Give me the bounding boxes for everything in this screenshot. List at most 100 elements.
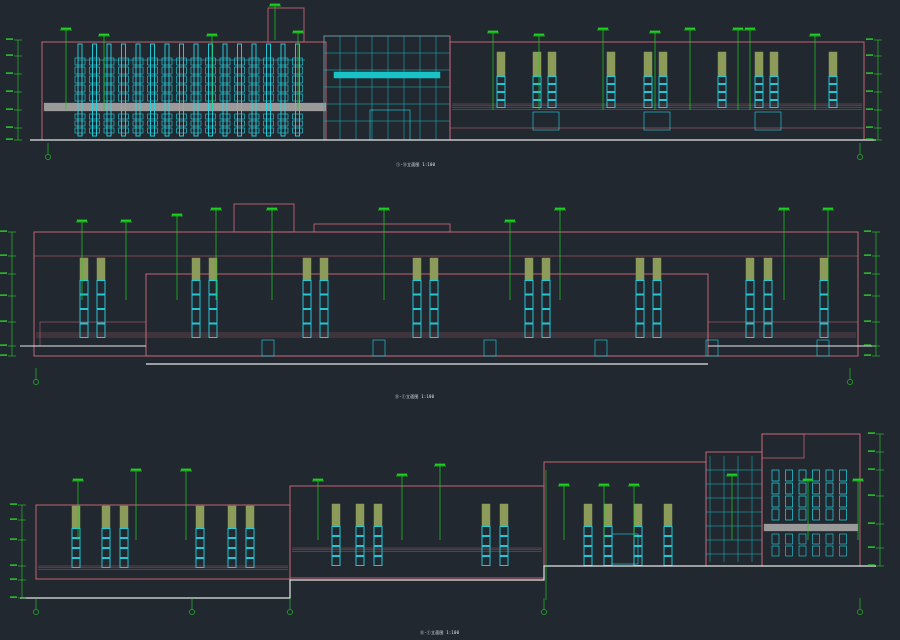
window-pane [96, 309, 106, 324]
facade-pane [147, 113, 158, 120]
leader-line [72, 478, 84, 540]
facade-pane [248, 127, 260, 134]
leader-line [649, 30, 661, 110]
leader-line [98, 33, 110, 110]
window-pane [763, 309, 773, 324]
window-pane [603, 526, 613, 536]
window-pane [101, 538, 111, 548]
facade-pane [205, 120, 216, 127]
facade-pane [263, 120, 274, 127]
window-pane [331, 546, 341, 556]
leader-line [130, 468, 142, 540]
window-pane [754, 84, 764, 92]
mullion-column [237, 43, 242, 137]
axis-circle [33, 609, 39, 615]
facade-pane [771, 508, 780, 521]
facade-pane [812, 495, 820, 508]
dimension-text [5, 54, 14, 56]
window-pane [603, 556, 613, 566]
facade-pane [161, 93, 173, 102]
facade-pane [234, 57, 245, 66]
leader-tag [778, 207, 790, 210]
facade-pane [219, 113, 231, 120]
window-pane [373, 526, 383, 536]
leader-tag [726, 473, 738, 476]
window-pane [524, 280, 534, 295]
dimension-text [865, 38, 874, 40]
leader-tag [72, 478, 84, 481]
facade-pane [839, 508, 847, 521]
leader-tag [180, 468, 192, 471]
leader-tag [206, 33, 218, 36]
facade-pane [248, 93, 260, 102]
planter-hatch [652, 257, 662, 281]
elevation-2 [0, 203, 880, 385]
facade-pane [219, 66, 231, 75]
facade-pane [277, 93, 289, 102]
leader-tag [266, 207, 278, 210]
planter-hatch [606, 51, 616, 77]
facade-pane [263, 66, 274, 75]
elevation-1 [5, 3, 882, 160]
facade-pane [190, 120, 202, 127]
window-pane [643, 92, 653, 100]
window-column [635, 257, 645, 338]
leader-tag [558, 483, 570, 486]
facade-pane [161, 113, 173, 120]
planter-hatch [643, 51, 653, 77]
ground-line [20, 565, 876, 599]
leader-tag [533, 33, 545, 36]
facade-pane [785, 469, 793, 482]
window-pane [769, 76, 779, 84]
facade-pane [205, 93, 216, 102]
window-pane [191, 309, 201, 324]
dimension-text [863, 230, 872, 232]
atrium-outline [323, 35, 451, 141]
axis-bubble [847, 368, 853, 385]
facade-pane [277, 120, 289, 127]
facade-pane [132, 113, 144, 120]
window-column [717, 51, 727, 108]
wing-c-outline [543, 461, 707, 567]
window-pane [227, 558, 237, 568]
leader-line [269, 3, 281, 40]
facade-pane [263, 113, 274, 120]
facade-pane [263, 57, 274, 66]
dimension-stack [5, 38, 22, 141]
facade-pane [89, 66, 100, 75]
facade-pane [205, 127, 216, 134]
mullion-column [121, 43, 126, 137]
leader-line [292, 30, 304, 110]
facade-pane [132, 84, 144, 93]
facade-pane [89, 120, 100, 127]
dimension-text [865, 54, 874, 56]
mullion-column [280, 43, 286, 137]
dimension-text [0, 320, 8, 322]
window-column [429, 257, 439, 338]
window-pane [532, 92, 542, 100]
window-pane [754, 92, 764, 100]
window-pane [658, 100, 668, 108]
canopy [333, 71, 441, 79]
planter-hatch [96, 257, 106, 281]
window-pane [319, 280, 329, 295]
facade-pane [812, 508, 820, 521]
facade-pane [771, 533, 780, 545]
window-pane [547, 100, 557, 108]
facade-pane [812, 469, 820, 482]
facade-pane [190, 66, 202, 75]
window-pane [763, 323, 773, 338]
title-elevation-3: ⑪-①立面图 1:100 [420, 630, 460, 635]
facade-pane [161, 127, 173, 134]
window-pane [245, 558, 255, 568]
facade-pane [74, 66, 86, 75]
facade-pane [147, 84, 158, 93]
facade-pane [176, 84, 187, 93]
window-pane [499, 556, 509, 566]
window-pane [643, 100, 653, 108]
leader-tag [802, 478, 814, 481]
window-pane [481, 526, 491, 536]
window-pane [717, 92, 727, 100]
facade-pane [147, 93, 158, 102]
